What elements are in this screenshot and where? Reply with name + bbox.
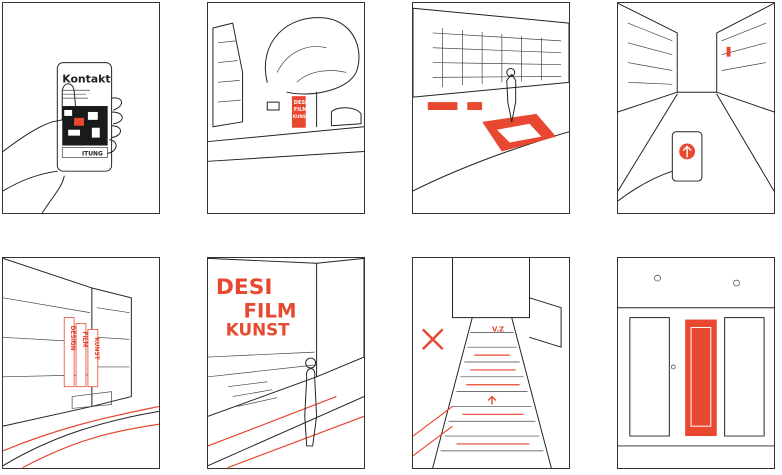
banner-film (75, 323, 87, 388)
pillar-line-3: KUNST (293, 114, 309, 119)
panel-phone-contact: Kontakt ITUNG (2, 2, 160, 214)
panel-phone-arrow (617, 2, 775, 214)
sign-line-1: DESI (216, 275, 273, 300)
alley-illustration (618, 3, 774, 202)
banner-kunst (87, 329, 99, 388)
staircase-illustration: V.Z (413, 258, 562, 468)
panel-red-door (617, 257, 775, 469)
building-illustration: DESIGN FILM KUNST (3, 258, 159, 468)
door-illustration (618, 274, 774, 447)
stair-sign: V.Z (492, 325, 504, 333)
phone-bottom-label: ITUNG (82, 151, 103, 157)
phone-title: Kontakt (62, 72, 110, 85)
banner-text-2: FILM (81, 331, 87, 347)
sign-line-3: KUNST (226, 319, 290, 339)
banner-text-1: DESIGN (69, 325, 75, 350)
panel-building-banners: DESIGN FILM KUNST (2, 257, 160, 469)
phone-hand-illustration: Kontakt ITUNG (3, 62, 123, 213)
pillar-line-1: DESI (294, 100, 307, 106)
phone-body (56, 62, 113, 172)
entrance-illustration: DESI FILM KUNST (208, 258, 364, 468)
entrance-door (685, 319, 717, 437)
panel-courtyard-arrows (412, 2, 570, 214)
panel-street-pillar: DESI FILM KUNST (207, 2, 365, 214)
panel-staircase-guidance: V.Z (412, 257, 570, 469)
street-illustration: DESI FILM KUNST (208, 17, 364, 162)
no-entry-cross-icon (422, 328, 444, 351)
courtyard-illustration (413, 7, 569, 192)
banner-text-3: KUNST (93, 337, 99, 360)
arrow-up-icon (487, 395, 497, 405)
panel-entrance-signage: DESI FILM KUNST (207, 257, 365, 469)
banner-design (63, 317, 75, 388)
info-pillar (291, 96, 306, 128)
pillar-line-2: FILM (294, 107, 307, 113)
phone-body-2 (671, 131, 703, 182)
sign-line-2: FILM (244, 300, 297, 323)
